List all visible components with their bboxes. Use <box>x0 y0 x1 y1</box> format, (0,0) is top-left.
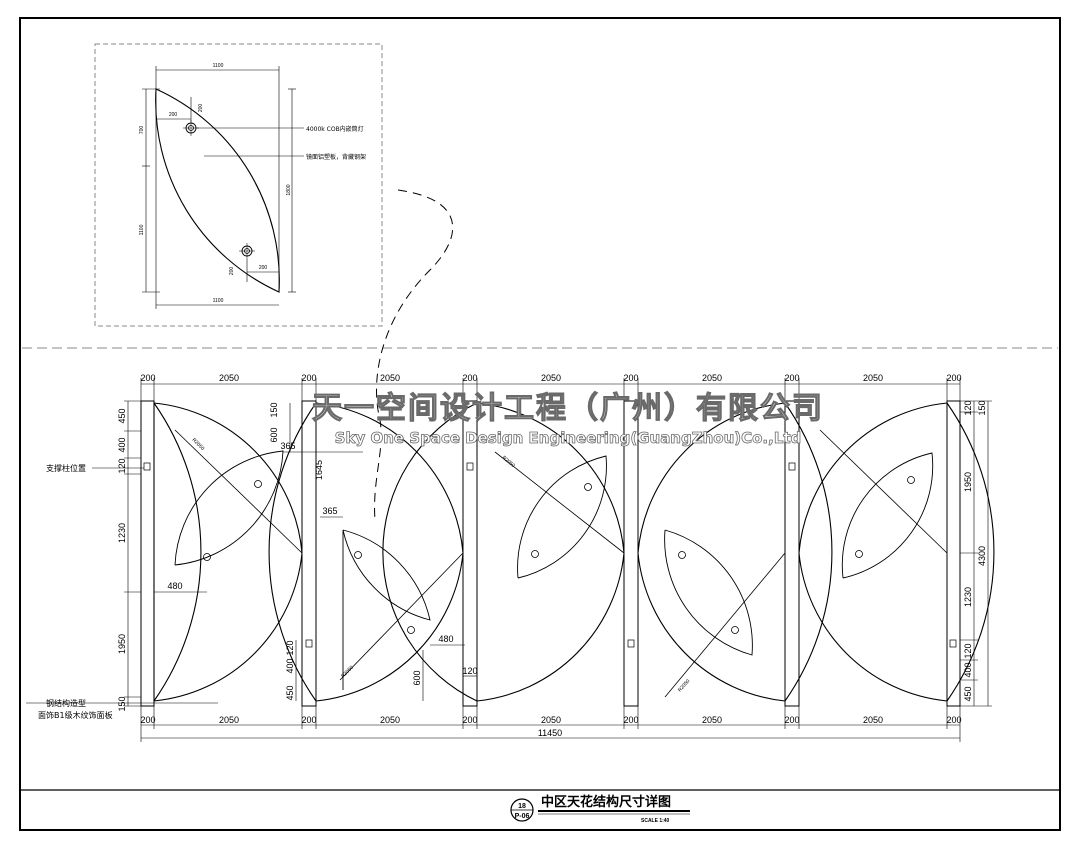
dim-text: 450 <box>963 686 973 701</box>
dim-text: 200 <box>229 267 235 276</box>
dim-text: 200 <box>301 373 316 383</box>
downlight-icon <box>239 243 255 259</box>
dim-text: 200 <box>259 265 268 271</box>
dim-text: 365 <box>280 441 295 451</box>
drawing-sheet-ref: P-06 <box>515 813 530 820</box>
label-steel-structure: 钢结构造型 <box>46 698 86 708</box>
drawing-title: 中区天花结构尺寸详图 <box>541 794 671 810</box>
dim-text: 1100 <box>213 298 224 304</box>
dim-text: 200 <box>623 373 638 383</box>
note-downlight: 4000k COB内嵌筒灯 <box>306 125 364 133</box>
detail-leader <box>374 189 454 521</box>
dim-text: 1950 <box>963 472 973 492</box>
dim-text: 450 <box>285 685 295 700</box>
dim-text: 200 <box>140 715 155 725</box>
dim-text: 1950 <box>117 634 127 654</box>
dim-text: 2050 <box>219 373 239 383</box>
dim-text: 120 <box>963 400 973 415</box>
dim-text: 120 <box>963 643 973 658</box>
dim-text: 2050 <box>380 715 400 725</box>
dim-text: 2050 <box>863 373 883 383</box>
dim-text: 2050 <box>702 715 722 725</box>
watermark-company-cn: 天一空间设计工程（广州）有限公司 <box>312 391 824 426</box>
dim-text: 200 <box>946 373 961 383</box>
dim-text: 600 <box>412 670 422 685</box>
drawing-number: 18 <box>518 803 526 810</box>
total-dim: 11450 <box>538 728 562 738</box>
dim-text: 1100 <box>139 224 145 235</box>
dim-text: 1230 <box>963 587 973 607</box>
dim-text: 200 <box>784 373 799 383</box>
dim-text: 450 <box>117 408 127 423</box>
dim-text: 200 <box>198 104 204 113</box>
dim-text: 2050 <box>219 715 239 725</box>
dim-text: 200 <box>623 715 638 725</box>
note-panel: 镜面铝塑板，背藏钢架 <box>306 153 366 161</box>
dim-text: 2050 <box>541 715 561 725</box>
dim-text: 200 <box>169 112 178 118</box>
dim-text: 150 <box>117 696 127 711</box>
dim-text: 200 <box>301 715 316 725</box>
dim-text: 150 <box>977 400 987 415</box>
dim-text: 400 <box>963 662 973 677</box>
dim-text: 480 <box>438 634 453 644</box>
dim-text: 1800 <box>286 184 292 195</box>
plan-downlight-icon <box>203 476 915 634</box>
dim-text: 200 <box>462 373 477 383</box>
dim-text: 400 <box>117 437 127 452</box>
dim-text: 2050 <box>863 715 883 725</box>
label-wood-panel: 面饰B1级木纹饰面板 <box>38 710 113 720</box>
dim-text: 120 <box>285 640 295 655</box>
drawing-scale: SCALE 1:40 <box>641 818 670 824</box>
dim-text: 480 <box>167 581 182 591</box>
dim-text: 200 <box>784 715 799 725</box>
dim-text: 1230 <box>117 523 127 543</box>
dim-text: 700 <box>139 126 145 135</box>
sheet-border <box>19 17 1061 831</box>
dim-text: 2050 <box>702 373 722 383</box>
dim-text: 400 <box>285 658 295 673</box>
downlight-icon <box>183 120 199 136</box>
title-block: 18 P-06 中区天花结构尺寸详图 SCALE 1:40 <box>510 794 690 824</box>
dim-text: 1645 <box>314 460 324 480</box>
ceiling-plan: R2050 R2050 R2050 R2050 <box>26 373 995 742</box>
dim-text: 2050 <box>380 373 400 383</box>
dim-text: 120 <box>462 666 477 676</box>
detail-frame <box>94 43 383 327</box>
dim-text: 200 <box>946 715 961 725</box>
watermark-company-en: Sky One Space Design Engineering(GuangZh… <box>335 429 802 447</box>
dim-text: 200 <box>462 715 477 725</box>
petal-panel-outline <box>155 88 280 293</box>
dim-text: 600 <box>269 427 279 442</box>
dim-text: 4300 <box>977 546 987 566</box>
dim-text: 120 <box>117 458 127 473</box>
dim-text: 150 <box>269 402 279 417</box>
dim-text: 365 <box>322 506 337 516</box>
detail-inset: 1100 1100 700 1100 1800 200 200 200 200 … <box>94 43 383 327</box>
radius-label: R2050 <box>191 437 206 452</box>
label-support-column: 支撑柱位置 <box>46 463 86 473</box>
dim-text: 200 <box>140 373 155 383</box>
dim-text: 1100 <box>213 63 224 69</box>
dim-text: 2050 <box>541 373 561 383</box>
